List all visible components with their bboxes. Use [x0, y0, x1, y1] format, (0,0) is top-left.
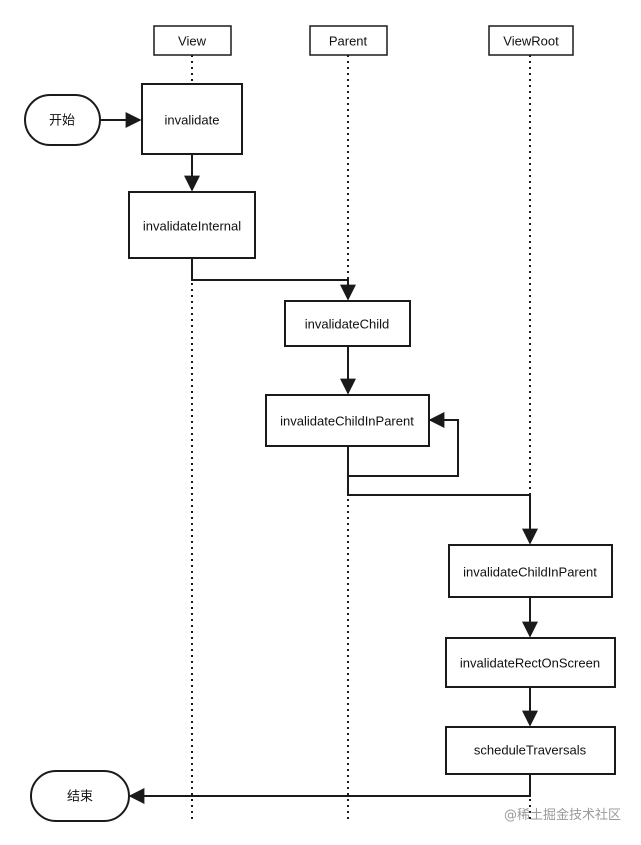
- lane-label-parent: Parent: [329, 34, 368, 49]
- node-schedule-traversals-label: scheduleTraversals: [474, 743, 587, 758]
- terminal-start: 开始: [24, 94, 101, 146]
- node-invalidate-rect-on-screen: invalidateRectOnScreen: [445, 637, 616, 688]
- node-schedule-traversals: scheduleTraversals: [445, 726, 616, 775]
- node-parent-invalidate-child-in-parent: invalidateChildInParent: [265, 394, 430, 447]
- terminal-end-label: 结束: [67, 789, 93, 804]
- node-root-invalidate-child-in-parent: invalidateChildInParent: [448, 544, 613, 598]
- lane-header-parent: Parent: [309, 25, 388, 56]
- terminal-start-label: 开始: [49, 113, 75, 128]
- node-invalidate-internal: invalidateInternal: [128, 191, 256, 259]
- terminal-end: 结束: [30, 770, 130, 822]
- node-invalidate-label: invalidate: [165, 113, 220, 128]
- edge-schedule-to-end: [128, 774, 531, 804]
- watermark: @稀土掘金技术社区: [503, 808, 621, 823]
- edge-parent-cip-to-root-cip: [347, 446, 538, 545]
- node-invalidate-child: invalidateChild: [284, 300, 411, 347]
- edge-internal-to-child: [191, 258, 356, 301]
- lane-header-view: View: [153, 25, 232, 56]
- node-invalidate-internal-label: invalidateInternal: [143, 219, 241, 234]
- node-invalidate-child-label: invalidateChild: [305, 317, 390, 332]
- node-root-invalidate-child-in-parent-label: invalidateChildInParent: [463, 565, 597, 580]
- node-invalidate-rect-on-screen-label: invalidateRectOnScreen: [460, 656, 600, 671]
- lane-header-viewroot: ViewRoot: [488, 25, 574, 56]
- node-parent-invalidate-child-in-parent-label: invalidateChildInParent: [280, 414, 414, 429]
- lane-label-view: View: [178, 34, 207, 49]
- lane-label-viewroot: ViewRoot: [503, 34, 559, 49]
- node-invalidate: invalidate: [141, 83, 243, 155]
